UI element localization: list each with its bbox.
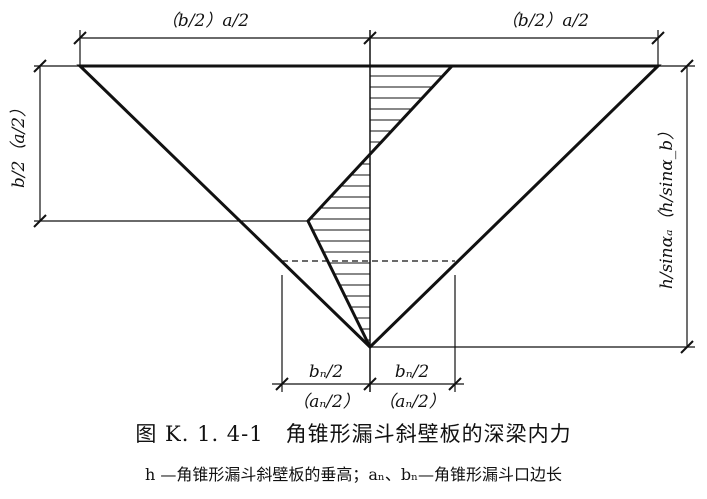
- figure-note: h —角锥形漏斗斜壁板的垂高；aₙ、bₙ—角锥形漏斗口边长: [144, 465, 563, 484]
- bottom-left-label-bottom: （aₙ/2）: [292, 392, 360, 412]
- top-left-dimension-label: （b/2）a/2: [161, 11, 249, 31]
- moment-hatching: [309, 75, 443, 341]
- bottom-right-label-bottom: （aₙ/2）: [378, 392, 446, 412]
- funnel-diagram: （b/2）a/2 （b/2）a/2 b/2（a/2） h/sinαₐ（h/sin…: [9, 11, 695, 412]
- bottom-left-label-top: bₙ/2: [309, 362, 343, 382]
- right-dimension-label: h/sinαₐ（h/sinα_b）: [657, 123, 677, 289]
- figure-caption: 图 K. 1. 4-1 角锥形漏斗斜壁板的深梁内力: [135, 422, 572, 446]
- top-right-dimension-label: （b/2）a/2: [501, 11, 589, 31]
- left-dimension-label: b/2（a/2）: [9, 100, 29, 188]
- moment-diagram-outline: [306, 64, 456, 348]
- funnel-outline: [76, 64, 662, 350]
- bottom-right-label-top: bₙ/2: [395, 362, 429, 382]
